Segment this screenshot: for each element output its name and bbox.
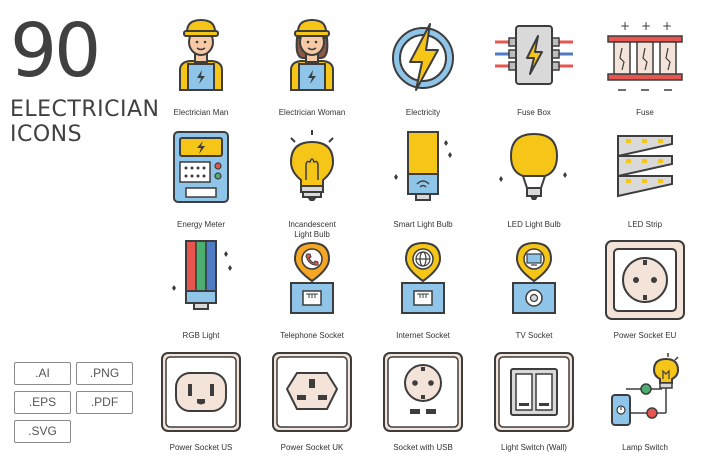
electrician-woman-icon [290,18,334,91]
hero-title-line1: ELECTRICIAN [10,97,160,122]
hero-title-line2: ICONS [10,122,83,147]
icon-label: Light Switch (Wall) [501,443,567,452]
format-badge-png: .PNG [76,362,133,385]
smart-bulb-icon [394,131,452,201]
icon-label: Fuse [636,108,654,117]
electricity-icon [392,23,454,91]
tv-socket-icon [512,241,556,314]
rgb-light-icon [172,240,232,310]
icon-label: Telephone Socket [280,331,344,340]
format-badge-ai: .AI [14,362,71,385]
lamp-switch-icon [611,353,680,426]
svg-text:+: + [641,19,651,33]
icon-label: LED Light Bulb [507,220,561,229]
led-bulb-icon [499,132,567,200]
icon-label: Power Socket EU [613,331,677,340]
telephone-socket-icon [290,241,334,314]
icon-label: TV Socket [515,331,553,340]
electrician-man-icon [179,18,223,91]
icon-label: Fuse Box [517,108,551,117]
icon-label: Electrician Woman [278,108,346,117]
socket-usb-icon [383,352,463,432]
format-badge-pdf: .PDF [76,391,133,414]
energy-meter-icon [173,131,229,203]
icon-label: Internet Socket [396,331,450,340]
icon-label: Power Socket US [169,443,233,452]
hero-title: ELECTRICIAN ICONS [10,97,160,147]
power-socket-eu-icon [605,240,685,320]
icon-label: RGB Light [182,331,220,340]
icon-label: Power Socket UK [280,443,344,452]
icon-label: LED Strip [627,220,663,229]
icon-label: Smart Light Bulb [393,220,453,229]
svg-text:+: + [620,19,630,33]
light-switch-icon [494,352,574,432]
power-socket-uk-icon [272,352,352,432]
icon-label: Electrician Man [173,108,229,117]
format-badge-eps: .EPS [14,391,71,414]
internet-socket-icon [401,241,445,314]
hero-number: 90 [10,8,101,94]
power-socket-us-icon [161,352,241,432]
led-strip-icon [617,135,673,198]
format-badge-svg: .SVG [14,420,71,443]
fuse-box-icon [495,25,573,85]
fuse-icon: + + + [607,19,683,91]
icon-label: Socket with USB [393,443,453,452]
incandescent-bulb-icon [289,130,335,201]
icon-label: Lamp Switch [622,443,668,452]
icon-label: Electricity [405,108,441,117]
svg-text:+: + [662,19,672,33]
icon-label: Energy Meter [176,220,226,229]
